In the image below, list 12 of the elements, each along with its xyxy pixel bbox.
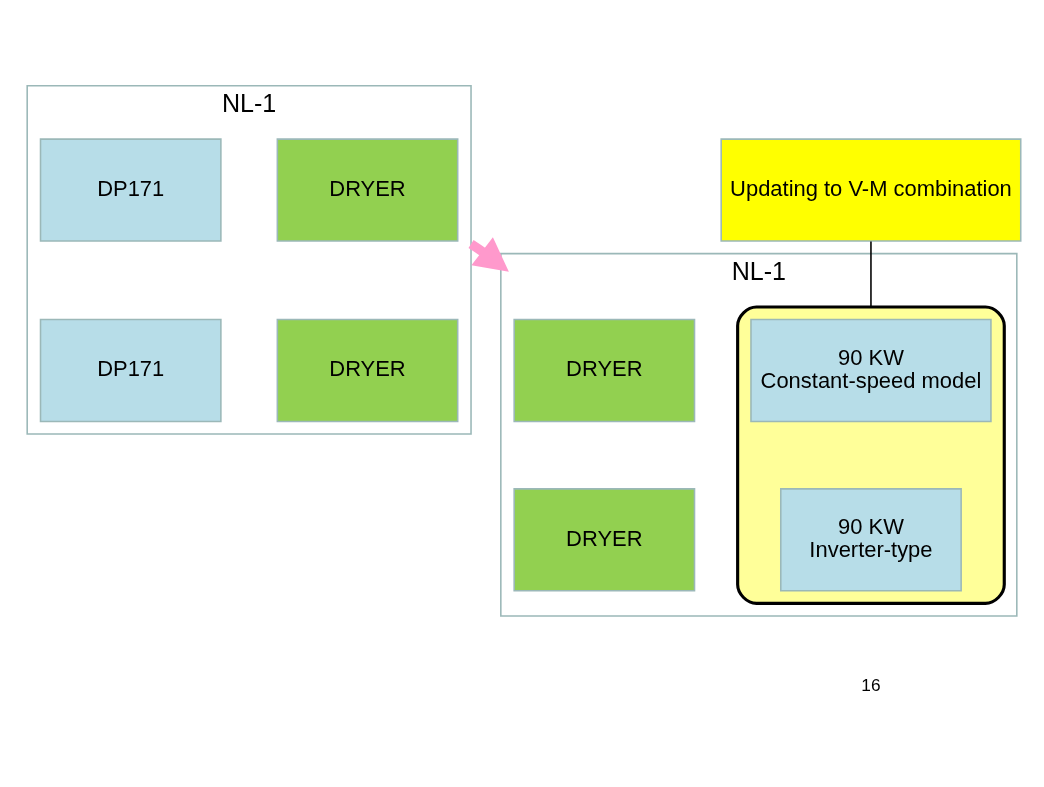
connector	[870, 240, 872, 308]
node-box: DRYER	[276, 137, 459, 242]
label: 16	[861, 674, 881, 695]
cluster	[736, 304, 1006, 605]
node-box: 90 KW Constant-speed model	[750, 318, 992, 422]
node-box: DRYER	[276, 318, 459, 422]
node-box: DRYER	[513, 318, 696, 422]
node-box: DRYER	[513, 487, 696, 592]
node-box: DP171	[39, 137, 222, 242]
node-box: Updating to V-M combination	[720, 137, 1022, 242]
node-box: 90 KW Inverter-type	[780, 487, 962, 592]
node-box: DP171	[39, 318, 222, 422]
